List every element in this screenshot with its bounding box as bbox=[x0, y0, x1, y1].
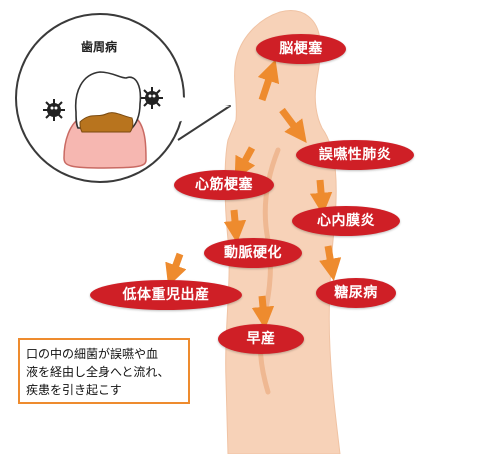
disease-aspiration-pneumonia: 誤嚥性肺炎 bbox=[296, 140, 414, 170]
spread-arrows bbox=[165, 59, 342, 330]
arrow-to-brain bbox=[257, 59, 280, 102]
explanation-note: 口の中の細菌が誤嚥や血 液を経由し全身へと流れ、 疾患を引き起こす bbox=[18, 338, 190, 404]
arrow-to-endocarditis bbox=[309, 179, 333, 216]
disease-low-birth-weight: 低体重児出産 bbox=[90, 280, 242, 310]
disease-endocarditis: 心内膜炎 bbox=[292, 206, 400, 236]
arrow-to-myocardial bbox=[234, 146, 256, 180]
disease-myocardial-infarction: 心筋梗塞 bbox=[174, 170, 274, 200]
arrow-to-diabetes bbox=[319, 245, 342, 282]
note-line: 口の中の細菌が誤嚥や血 bbox=[26, 347, 159, 361]
disease-diabetes: 糖尿病 bbox=[316, 278, 396, 308]
note-line: 液を経由し全身へと流れ、 bbox=[26, 365, 170, 379]
arrow-to-premature bbox=[251, 295, 275, 330]
bacteria-right-icon bbox=[141, 87, 163, 109]
periodontal-callout bbox=[15, 13, 231, 183]
arrow-to-arterio bbox=[223, 209, 247, 244]
bacteria-left-icon bbox=[43, 99, 65, 121]
arrow-to-low-birth bbox=[165, 252, 187, 287]
plaque-shape bbox=[79, 112, 134, 133]
note-line: 疾患を引き起こす bbox=[26, 383, 122, 397]
arrow-to-pneumonia bbox=[279, 107, 307, 143]
periodontal-label: 歯周病 bbox=[80, 40, 117, 54]
disease-arteriosclerosis: 動脈硬化 bbox=[204, 238, 302, 268]
tooth-shape bbox=[74, 71, 142, 129]
disease-brain-infarction: 脳梗塞 bbox=[256, 34, 346, 64]
disease-premature-birth: 早産 bbox=[218, 324, 304, 354]
